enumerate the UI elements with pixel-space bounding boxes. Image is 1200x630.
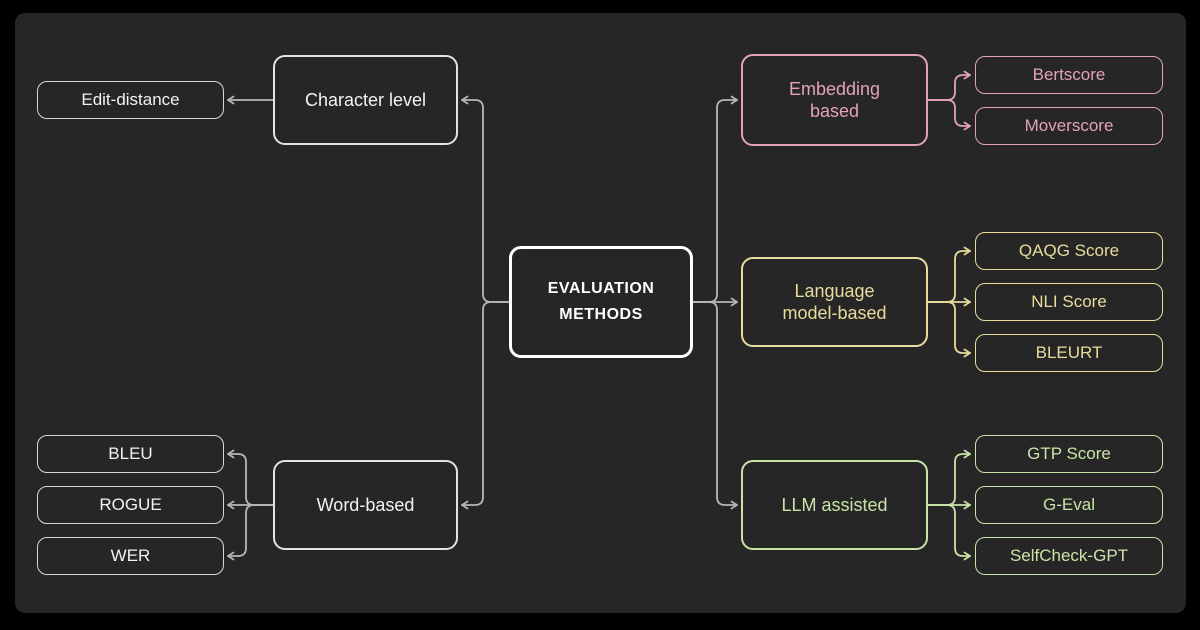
node-wer: WER (37, 537, 224, 575)
node-selfcheck-gpt: SelfCheck-GPT (975, 537, 1163, 575)
node-bertscore: Bertscore (975, 56, 1163, 94)
node-g-eval: G-Eval (975, 486, 1163, 524)
node-moverscore: Moverscore (975, 107, 1163, 145)
node-edit-distance: Edit-distance (37, 81, 224, 119)
node-evaluation-methods: EVALUATION METHODS (509, 246, 693, 358)
node-nli-score: NLI Score (975, 283, 1163, 321)
node-qaqg-score: QAQG Score (975, 232, 1163, 270)
node-bleu: BLEU (37, 435, 224, 473)
node-character-level: Character level (273, 55, 458, 145)
node-llm-assisted: LLM assisted (741, 460, 928, 550)
node-bleurt: BLEURT (975, 334, 1163, 372)
node-rogue: ROGUE (37, 486, 224, 524)
node-gtp-score: GTP Score (975, 435, 1163, 473)
node-word-based: Word-based (273, 460, 458, 550)
node-language-model-based: Language model-based (741, 257, 928, 347)
node-embedding-based: Embedding based (741, 54, 928, 146)
